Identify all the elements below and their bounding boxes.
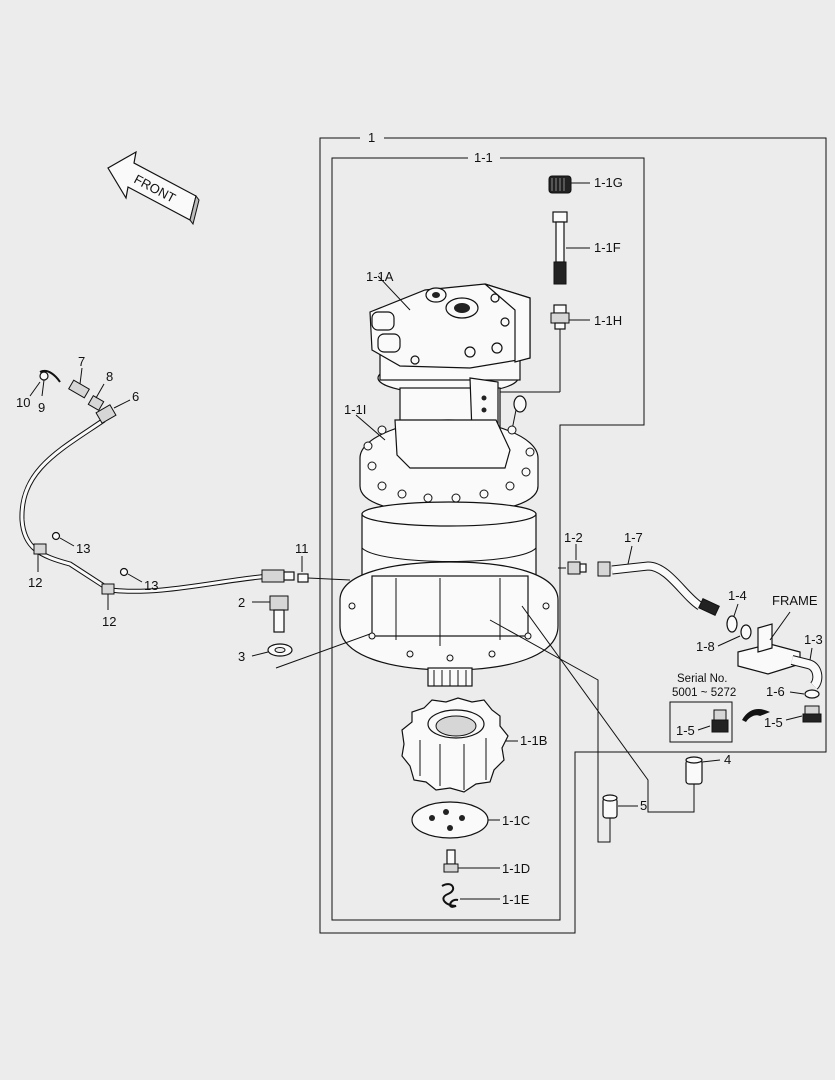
part-9-label: 9 xyxy=(38,400,45,415)
part-1-1b-label: 1-1B xyxy=(520,733,547,748)
part-1-1i-label: 1-1I xyxy=(344,402,366,417)
washer-3: 3 xyxy=(238,633,371,669)
clip-9-10: 10 9 xyxy=(16,370,61,415)
bolt-1-1d: 1-1D xyxy=(443,849,530,876)
part-12-label-upper: 12 xyxy=(28,575,42,590)
part-11-label: 11 xyxy=(295,541,309,556)
drain-hose-left xyxy=(19,404,295,594)
part-1-6-label: 1-6 xyxy=(766,684,785,699)
part-1-1-label: 1-1 xyxy=(474,150,493,165)
part-1-3-label: 1-3 xyxy=(804,632,823,647)
part-1-1h-label: 1-1H xyxy=(594,313,622,328)
washer-1-8: 1-8 xyxy=(696,624,752,654)
part-1-5-label-box: 1-5 xyxy=(676,723,695,738)
clamp-12-13-lower: 13 12 xyxy=(101,567,158,629)
oring-1-4: 1-4 xyxy=(726,588,747,633)
part-1-1f-label: 1-1F xyxy=(594,240,621,255)
pinion-gear-1-1b: 1-1B xyxy=(401,697,547,793)
serial-label: Serial No. xyxy=(677,673,728,685)
hose-1-7: 1-7 xyxy=(597,530,720,616)
bolt-2: 2 xyxy=(238,595,289,633)
part-1-7-label: 1-7 xyxy=(624,530,643,545)
frame-label: FRAME xyxy=(772,593,818,608)
part-2-label: 2 xyxy=(238,595,245,610)
part-1-1e-label: 1-1E xyxy=(502,892,530,907)
part-1-label: 1 xyxy=(368,130,375,145)
part-1-2-label: 1-2 xyxy=(564,530,583,545)
label-6-leader: 6 xyxy=(113,389,139,409)
level-pipe-1-1f: 1-1F xyxy=(552,211,621,285)
part-3-label: 3 xyxy=(238,649,245,664)
part-13-label-upper: 13 xyxy=(76,541,90,556)
housing-bolts xyxy=(363,425,535,503)
part-5-label: 5 xyxy=(640,798,647,813)
frame-bracket: FRAME xyxy=(737,593,818,675)
oring-1-6: 1-6 xyxy=(766,684,820,699)
front-arrow-icon: FRONT xyxy=(107,150,200,226)
part-1-4-label: 1-4 xyxy=(728,588,747,603)
plug-4: 4 xyxy=(521,605,731,813)
plate-1-1c: 1-1C xyxy=(411,801,530,839)
fitting-1-1h: 1-1H xyxy=(498,304,622,393)
part-1-5-label-right: 1-5 xyxy=(764,715,783,730)
assembly-1-box: 1 xyxy=(319,130,827,934)
part-1-8-label: 1-8 xyxy=(696,639,715,654)
part-13-label-lower: 13 xyxy=(144,578,158,593)
fitting-7: 7 xyxy=(68,354,90,399)
assembly-1-1-box: 1-1 xyxy=(331,150,645,921)
part-1-1a-label: 1-1A xyxy=(366,269,394,284)
reduction-gear-1-1i: 1-1I xyxy=(344,402,539,577)
clamp-12-13-upper: 13 12 xyxy=(28,531,90,590)
part-1-1c-label: 1-1C xyxy=(502,813,530,828)
adapter-11: 11 xyxy=(295,541,351,583)
lock-wire-1-1e: 1-1E xyxy=(441,883,530,908)
part-8-label: 8 xyxy=(106,369,113,384)
hydraulic-motor-1-1a: 1-1A xyxy=(366,269,531,395)
cap-1-1g: 1-1G xyxy=(548,175,623,194)
adapter-1-2: 1-2 xyxy=(558,530,587,575)
part-10-label: 10 xyxy=(16,395,30,410)
part-6-label: 6 xyxy=(132,389,139,404)
plug-5: 5 xyxy=(489,619,647,843)
serial-range: 5001 ~ 5272 xyxy=(672,687,736,699)
mounting-flange xyxy=(339,561,559,687)
part-4-label: 4 xyxy=(724,752,731,767)
part-1-1g-label: 1-1G xyxy=(594,175,623,190)
part-1-1d-label: 1-1D xyxy=(502,861,530,876)
elbow-1-3: 1-3 xyxy=(790,632,823,690)
serial-number-note: Serial No. 5001 ~ 5272 1-5 xyxy=(669,673,770,743)
nut-8: 8 xyxy=(87,369,113,412)
part-7-label: 7 xyxy=(78,354,85,369)
plug-1-5-right: 1-5 xyxy=(764,705,822,730)
part-12-label-lower: 12 xyxy=(102,614,116,629)
